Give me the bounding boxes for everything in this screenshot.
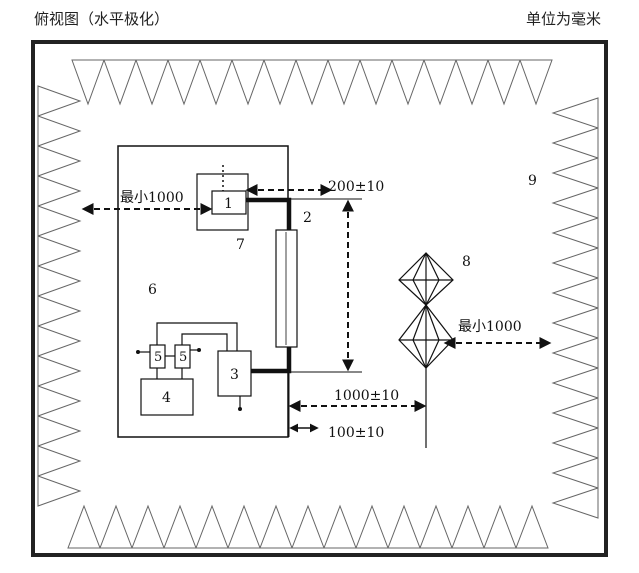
unit-note: 单位为毫米 [525,10,601,28]
label-7: 7 [236,237,245,253]
wire-5a-3 [156,322,238,351]
absorber-cone [135,59,169,106]
absorber-cone [551,157,599,189]
label-5a: 5 [154,350,162,365]
device-1 [211,190,247,215]
label-8: 8 [462,254,471,270]
absorber-cone [551,277,599,309]
absorber-cone [231,59,265,106]
device-3 [217,350,252,397]
label-1: 1 [224,196,233,212]
component-2 [275,229,298,348]
device-4 [140,378,194,416]
absorber-cone [551,187,599,219]
chamber-wall [31,40,608,557]
absorber-cone [451,504,485,549]
absorber-cone [227,504,261,549]
absorber-cone [103,59,137,106]
diagram-title: 俯视图（水平极化） [34,10,170,28]
absorber-cone [323,504,357,549]
absorber-cone [263,59,297,106]
absorber-cone [387,504,421,549]
label-9: 9 [528,173,537,189]
absorber-top [71,59,553,106]
absorber-cone [551,97,599,129]
absorber-cone [99,504,133,549]
absorber-cone [37,445,82,477]
absorber-cone [515,504,549,549]
absorber-cone [167,59,201,106]
absorber-cone [37,235,82,267]
absorber-cone [519,59,553,106]
absorber-bottom [67,504,549,549]
absorber-cone [551,127,599,159]
label-6: 6 [148,282,157,298]
absorber-right [551,97,599,519]
absorber-cone [37,295,82,327]
dim-200-label: 200±10 [328,179,384,195]
absorber-cone [419,504,453,549]
absorber-cone [551,217,599,249]
absorber-cone [163,504,197,549]
absorber-cone [355,504,389,549]
absorber-cone [455,59,489,106]
absorber-cone [71,59,105,106]
absorber-cone [37,145,82,177]
absorber-cone [295,59,329,106]
absorber-cone [327,59,361,106]
dim-100-label: 100±10 [328,425,384,441]
label-5b: 5 [179,350,187,365]
absorber-cone [37,475,82,507]
dim-1000-label: 1000±10 [334,388,399,404]
wire-5b-3 [181,333,228,351]
absorber-cone [551,367,599,399]
absorber-cone [423,59,457,106]
absorber-cone [37,175,82,207]
wire-5a-dot [136,350,140,354]
absorber-cone [37,415,82,447]
absorber-cone [551,427,599,459]
label-2: 2 [303,210,312,226]
absorber-cone [37,355,82,387]
device-3-dot [238,407,242,411]
wire-5b-dot [197,348,201,352]
absorber-cone [37,325,82,357]
absorber-cone [37,205,82,237]
dim-min-right-label: 最小1000 [458,319,522,335]
absorber-cone [195,504,229,549]
absorber-cone [551,397,599,429]
absorber-cone [483,504,517,549]
absorber-cone [67,504,101,549]
absorber-cone [551,457,599,489]
absorber-cone [37,85,82,117]
absorber-cone [551,487,599,519]
absorber-cone [551,307,599,339]
absorber-cone [291,504,325,549]
label-3: 3 [230,367,239,383]
absorber-cone [359,59,393,106]
absorber-cone [391,59,425,106]
absorber-cone [487,59,521,106]
absorber-cone [37,115,82,147]
antenna-8 [398,252,454,448]
label-4: 4 [162,390,171,406]
absorber-cone [551,337,599,369]
absorber-cone [259,504,293,549]
absorber-cone [199,59,233,106]
absorber-cone [131,504,165,549]
absorber-cone [37,265,82,297]
dim-min-left-label: 最小1000 [120,190,184,206]
absorber-cone [37,385,82,417]
absorber-cone [551,247,599,279]
absorber-left [37,85,82,507]
